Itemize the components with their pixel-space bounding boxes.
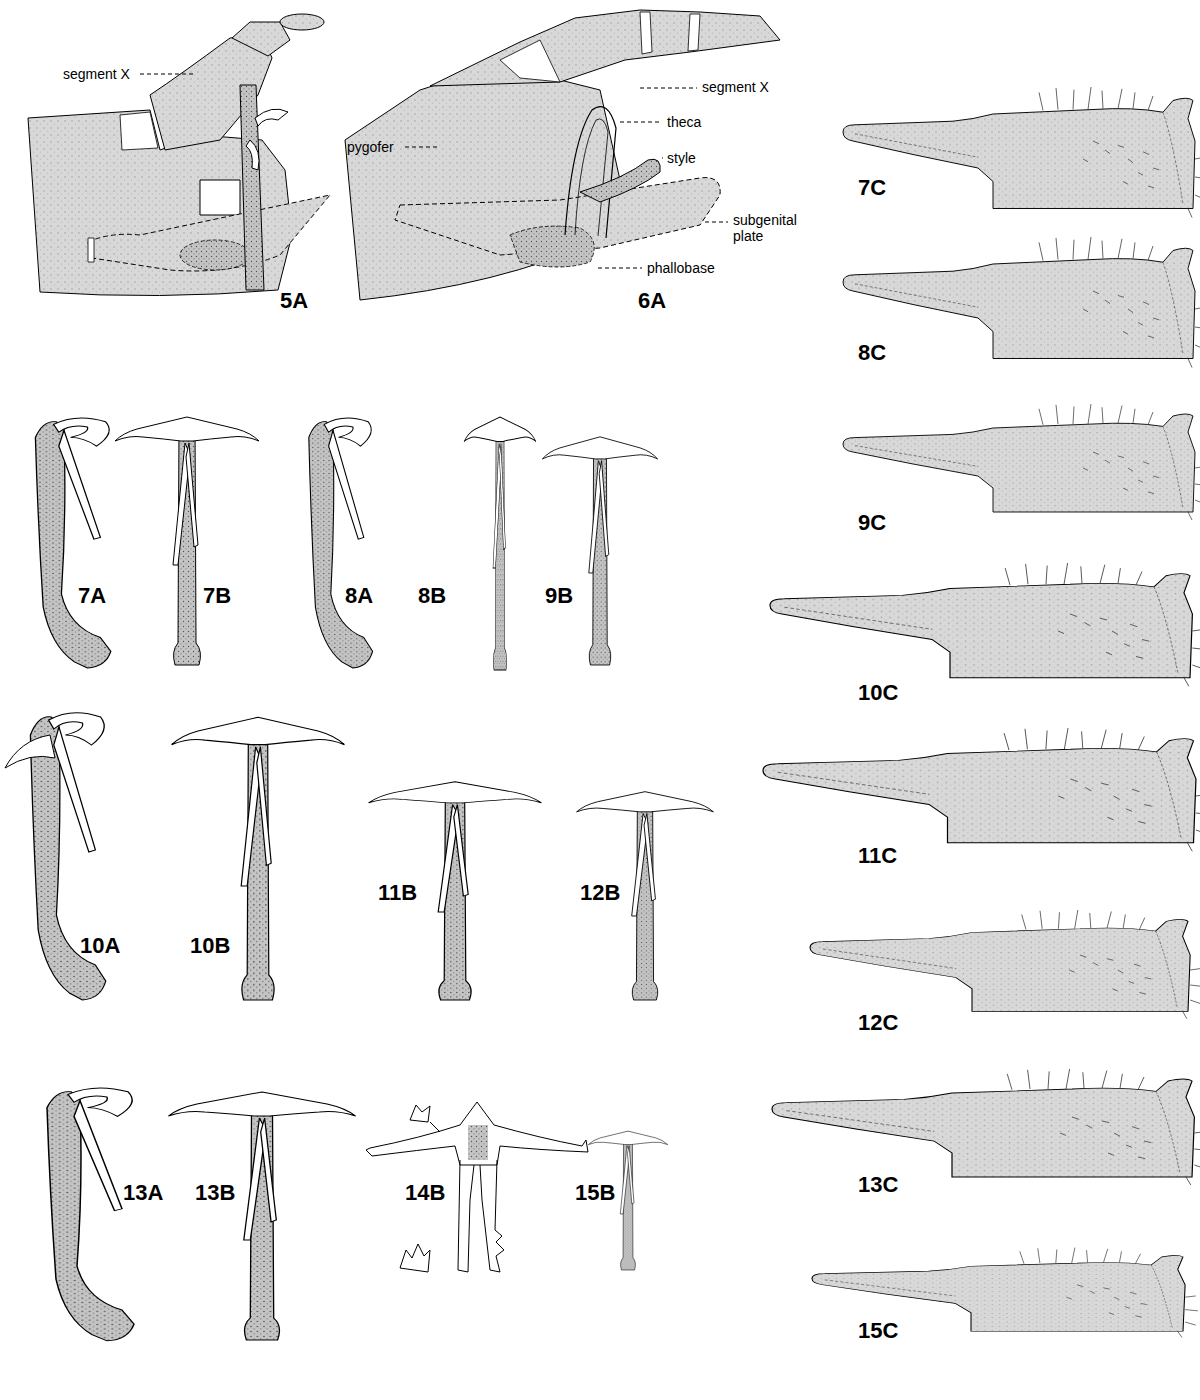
figure-number: 12B xyxy=(580,880,620,905)
figure-number: 7C xyxy=(858,175,886,200)
style-plate xyxy=(810,910,1200,1019)
figure-number: 11B xyxy=(378,880,417,905)
figure-number: 11C xyxy=(858,843,897,868)
figure-number: 10A xyxy=(80,933,120,958)
figure-number: 13A xyxy=(123,1180,163,1205)
figure-number: 8B xyxy=(418,583,446,608)
aedeagus-ventral xyxy=(168,1092,355,1340)
aedeagus-ventral xyxy=(369,782,542,1000)
style-plate xyxy=(770,563,1200,686)
aedeagus-ventral xyxy=(366,1102,588,1272)
figure-number: 6A xyxy=(638,288,666,313)
figure-number: 9C xyxy=(858,510,886,535)
aedeagus-ventral xyxy=(542,437,657,665)
aedeagus-ventral xyxy=(464,417,536,670)
aedeagus-lateral xyxy=(35,418,110,668)
figure-number: 10B xyxy=(190,933,230,958)
figure-number: 7B xyxy=(203,583,231,608)
figure-6a xyxy=(345,10,780,300)
figure-number: 12C xyxy=(858,1010,898,1035)
aedeagus-ventral xyxy=(172,717,345,1000)
figure-number: 13C xyxy=(858,1172,898,1197)
figure-number: 8C xyxy=(858,340,886,365)
figure-number: 10C xyxy=(858,680,898,705)
figure-number: 9B xyxy=(545,583,573,608)
aedeagus-ventral xyxy=(577,792,714,1000)
figure-number: 7A xyxy=(78,583,106,608)
part-label: phallobase xyxy=(647,260,715,276)
style-plate xyxy=(843,87,1200,218)
figure-number: 14B xyxy=(405,1180,445,1205)
part-label: subgenital plate xyxy=(733,212,813,244)
part-label: theca xyxy=(667,114,701,130)
figure-5a xyxy=(28,14,330,296)
figure-number: 15B xyxy=(575,1180,615,1205)
aedeagus-lateral xyxy=(47,1088,134,1341)
aedeagus-ventral xyxy=(115,417,259,665)
style-plate xyxy=(843,237,1200,368)
figure-number: 13B xyxy=(195,1180,235,1205)
part-label: style xyxy=(667,150,696,166)
style-plate xyxy=(772,1069,1200,1185)
part-label: segment X xyxy=(63,66,130,82)
style-plate xyxy=(763,728,1200,851)
part-label: segment X xyxy=(702,79,769,95)
part-label: pygofer xyxy=(347,139,394,155)
figure-number: 8A xyxy=(345,583,373,608)
style-plate xyxy=(843,404,1200,520)
figure-number: 15C xyxy=(858,1318,898,1343)
figure-number: 5A xyxy=(280,288,308,313)
aedeagus-lateral xyxy=(309,418,373,668)
